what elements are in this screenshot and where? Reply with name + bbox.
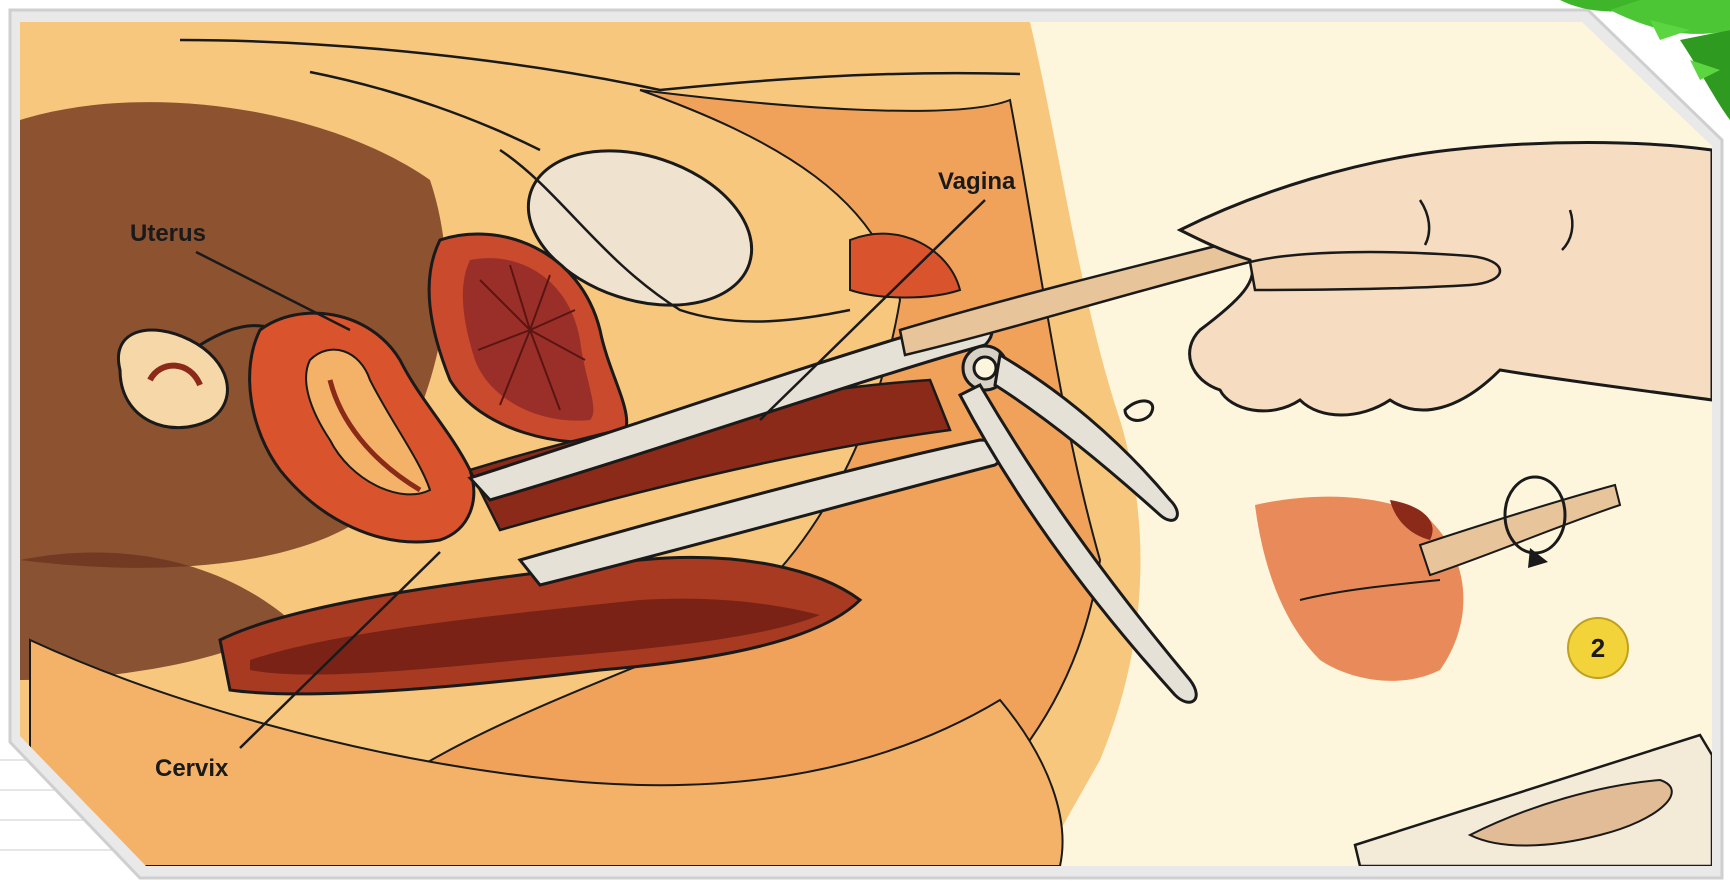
label-vagina: Vagina xyxy=(938,168,1016,195)
hand-thumb xyxy=(1250,252,1500,290)
label-uterus: Uterus xyxy=(130,220,206,247)
speculum-hinge-hole xyxy=(974,357,996,379)
label-cervix: Cervix xyxy=(155,755,229,782)
step-badge-number: 2 xyxy=(1591,633,1605,663)
